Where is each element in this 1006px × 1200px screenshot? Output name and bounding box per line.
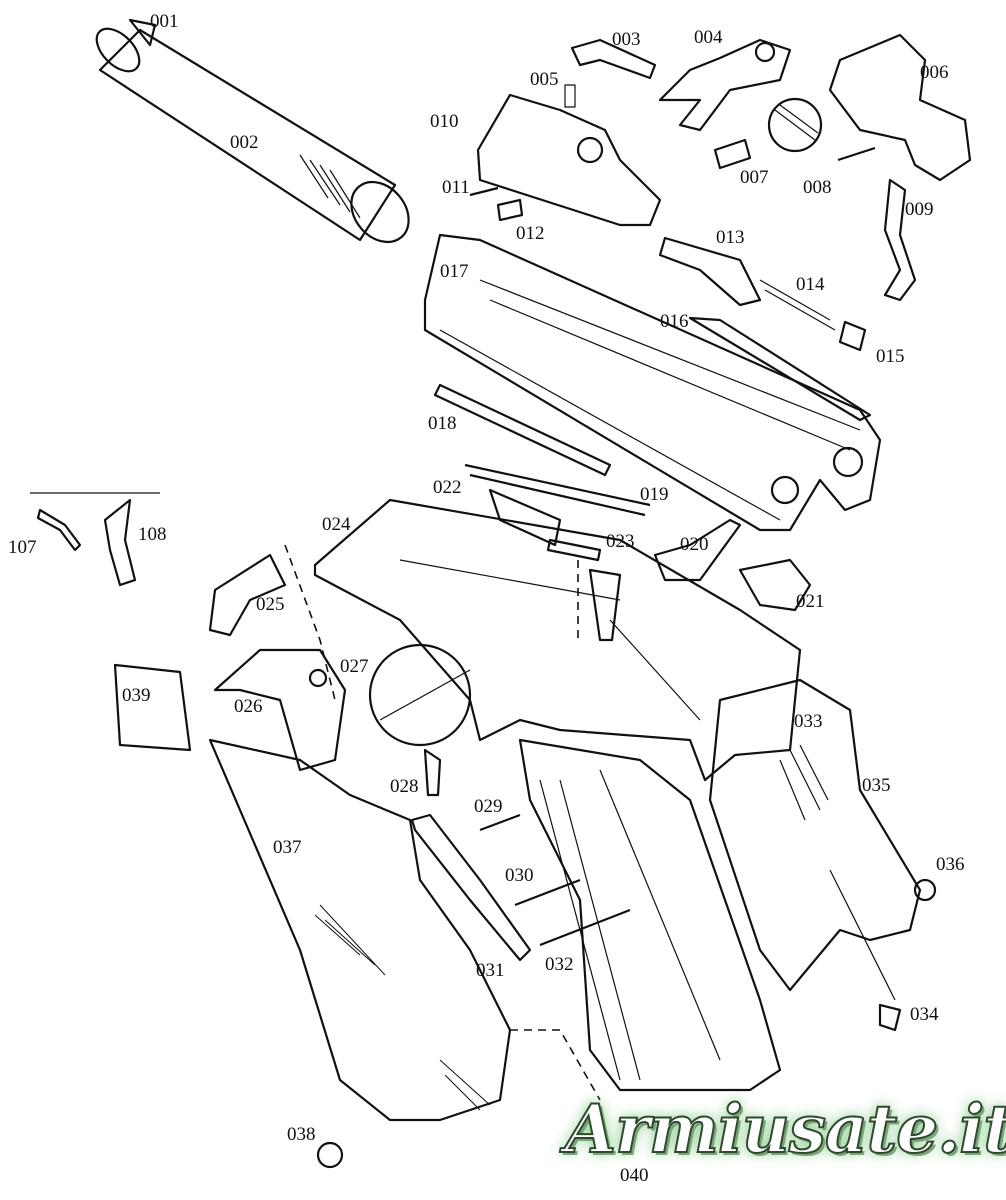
part-label-019: 019 bbox=[640, 484, 669, 505]
detail-parts-107-108 bbox=[30, 492, 160, 587]
part-label-006: 006 bbox=[920, 62, 949, 83]
part-label-022: 022 bbox=[433, 477, 462, 498]
part-label-032: 032 bbox=[545, 954, 574, 975]
part-label-024: 024 bbox=[322, 514, 351, 535]
part-label-039: 039 bbox=[122, 685, 151, 706]
toggle-parts bbox=[564, 33, 972, 302]
part-label-027: 027 bbox=[340, 656, 369, 677]
part-label-108: 108 bbox=[138, 524, 167, 545]
part-label-008: 008 bbox=[803, 177, 832, 198]
part-label-015: 015 bbox=[876, 346, 905, 367]
part-label-001: 001 bbox=[150, 11, 179, 32]
internal-parts bbox=[433, 383, 812, 642]
part-label-014: 014 bbox=[796, 274, 825, 295]
part-label-026: 026 bbox=[234, 696, 263, 717]
part-label-013: 013 bbox=[716, 227, 745, 248]
part-label-036: 036 bbox=[936, 854, 965, 875]
part-label-012: 012 bbox=[516, 223, 545, 244]
receiver-part bbox=[423, 233, 882, 532]
barrel-part bbox=[95, 18, 410, 244]
grip-panel-part bbox=[113, 544, 601, 1169]
part-label-005: 005 bbox=[530, 69, 559, 90]
part-label-010: 010 bbox=[430, 111, 459, 132]
part-label-009: 009 bbox=[905, 199, 934, 220]
part-label-017: 017 bbox=[440, 261, 469, 282]
part-label-002: 002 bbox=[230, 132, 259, 153]
part-label-038: 038 bbox=[287, 1124, 316, 1145]
part-label-028: 028 bbox=[390, 776, 419, 797]
part-label-021: 021 bbox=[796, 591, 825, 612]
part-label-007: 007 bbox=[740, 167, 769, 188]
part-label-029: 029 bbox=[474, 796, 503, 817]
part-label-004: 004 bbox=[694, 27, 723, 48]
part-label-031: 031 bbox=[476, 960, 505, 981]
part-label-037: 037 bbox=[273, 837, 302, 858]
part-label-040: 040 bbox=[620, 1165, 649, 1186]
part-label-011: 011 bbox=[442, 177, 470, 198]
grip-parts bbox=[410, 678, 937, 1092]
part-label-020: 020 bbox=[680, 534, 709, 555]
part-label-035: 035 bbox=[862, 775, 891, 796]
part-label-033: 033 bbox=[794, 711, 823, 732]
part-label-016: 016 bbox=[660, 311, 689, 332]
part-label-003: 003 bbox=[612, 29, 641, 50]
part-label-023: 023 bbox=[606, 531, 635, 552]
part-label-034: 034 bbox=[910, 1004, 939, 1025]
breechblock-parts bbox=[469, 93, 867, 352]
part-label-025: 025 bbox=[256, 594, 285, 615]
part-label-030: 030 bbox=[505, 865, 534, 886]
part-label-018: 018 bbox=[428, 413, 457, 434]
watermark-logo: Armiusate.it bbox=[564, 1089, 1006, 1169]
part-label-107: 107 bbox=[8, 537, 37, 558]
frame-part bbox=[313, 498, 802, 782]
